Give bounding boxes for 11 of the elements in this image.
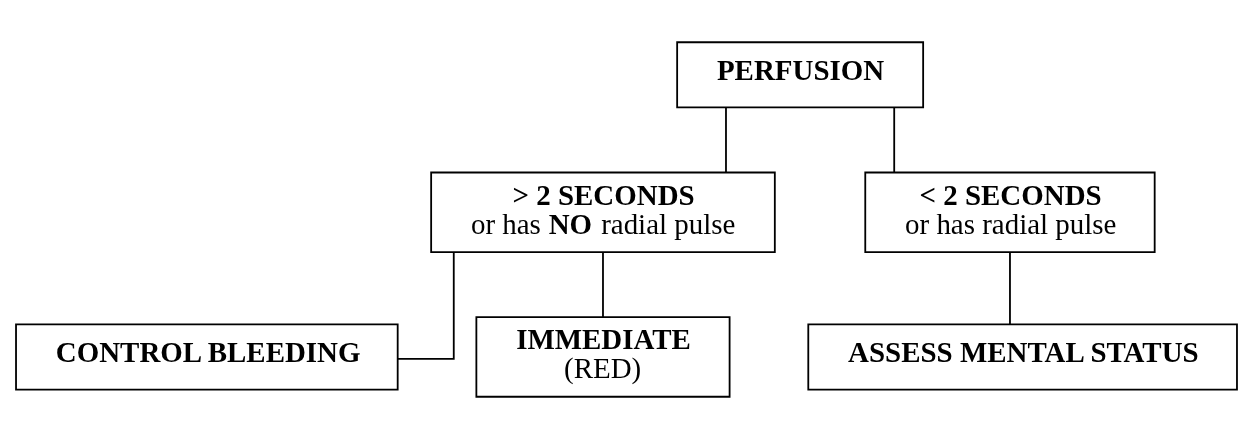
node-box: > 2 SECONDS or has NO radial pulse (430, 171, 776, 253)
node-box: CONTROL BLEEDING (15, 323, 399, 390)
node-box: IMMEDIATE (RED) (475, 315, 731, 398)
connector (396, 250, 455, 360)
connector (1009, 251, 1011, 325)
node-box: PERFUSION (676, 40, 925, 108)
connector (725, 105, 727, 173)
node-box: ASSESS MENTAL STATUS (807, 323, 1238, 390)
connector (893, 105, 896, 173)
node-box: < 2 SECONDS or has radial pulse (864, 171, 1156, 253)
connector (602, 251, 604, 318)
